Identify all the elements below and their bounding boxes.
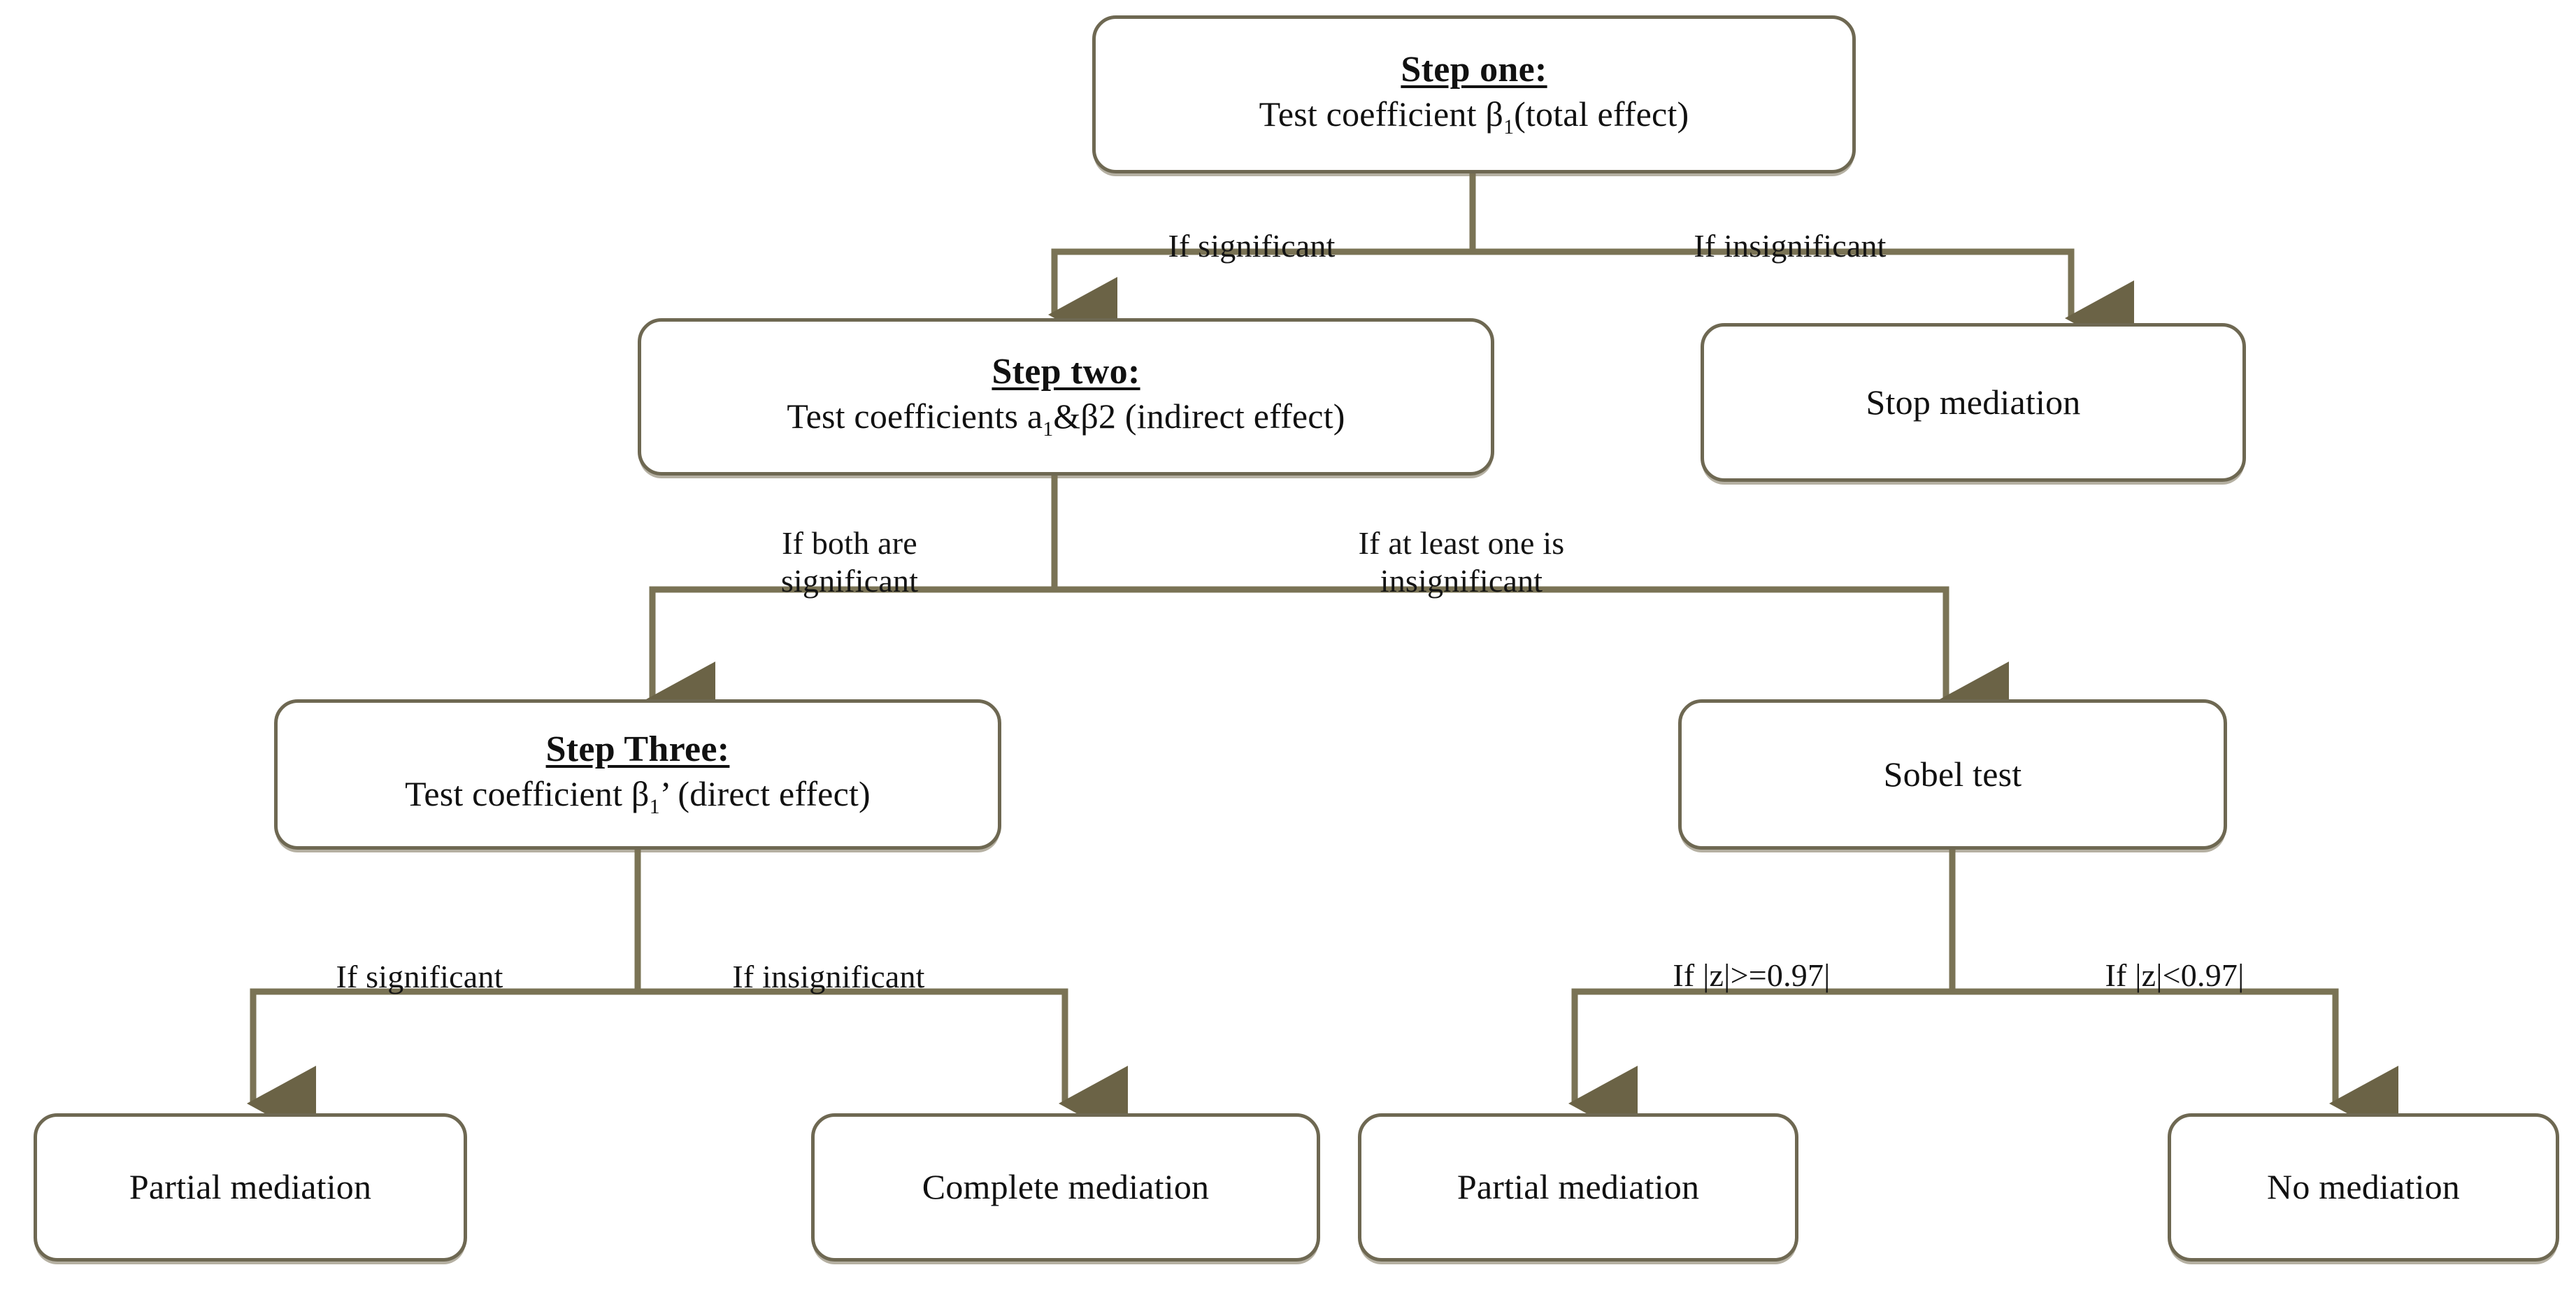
step-two-title: Step two:: [992, 352, 1140, 392]
step-three-body: Test coefficient β1’ (direct effect): [405, 774, 871, 820]
node-sobel-test[interactable]: Sobel test: [1678, 699, 2227, 850]
edge-label-if-at-least-one-insignificant: If at least one is insignificant: [1358, 525, 1565, 599]
no-mediation-label: No mediation: [2267, 1167, 2460, 1207]
stop-mediation-label: Stop mediation: [1866, 382, 2081, 422]
node-step-three[interactable]: Step Three: Test coefficient β1’ (direct…: [274, 699, 1001, 850]
step-one-body-sub: 1: [1503, 115, 1515, 138]
step-one-title: Step one:: [1401, 49, 1547, 90]
node-stop-mediation[interactable]: Stop mediation: [1701, 323, 2246, 482]
wire-sobel-right-run: [1952, 988, 2398, 1141]
step-one-body: Test coefficient β1(total effect): [1259, 94, 1689, 140]
partial-mediation-right-label: Partial mediation: [1457, 1167, 1700, 1207]
edge-label-if-significant-1: If significant: [1168, 228, 1336, 264]
step-two-body-sub: 1: [1043, 417, 1054, 441]
complete-mediation-label: Complete mediation: [922, 1167, 1210, 1207]
wire-step2-right-run: [1054, 586, 2009, 737]
wire-step2-left-run: [646, 586, 1054, 737]
step-two-body-pre: Test coefficients a: [787, 397, 1043, 436]
step-three-body-pre: Test coefficient β: [405, 774, 650, 814]
step-two-body-post: &β2 (indirect effect): [1053, 397, 1345, 436]
node-no-mediation[interactable]: No mediation: [2168, 1113, 2559, 1262]
edge-label-if-both-significant: If both are significant: [780, 525, 919, 599]
wire-step3-right-run: [638, 988, 1128, 1141]
node-step-one[interactable]: Step one: Test coefficient β1(total effe…: [1092, 15, 1856, 173]
partial-mediation-left-label: Partial mediation: [129, 1167, 372, 1207]
step-three-body-post: ’ (direct effect): [659, 774, 871, 814]
edge-label-if-insignificant-1: If insignificant: [1694, 228, 1887, 264]
edge-label-if-insignificant-2: If insignificant: [732, 959, 925, 994]
edge-label-if-z-lt: If |z|<0.97|: [2105, 957, 2245, 993]
sobel-test-label: Sobel test: [1883, 754, 2022, 794]
step-one-body-pre: Test coefficient β: [1259, 94, 1504, 134]
node-partial-mediation-left[interactable]: Partial mediation: [34, 1113, 467, 1262]
node-complete-mediation[interactable]: Complete mediation: [811, 1113, 1320, 1262]
step-one-body-post: (total effect): [1514, 94, 1689, 134]
step-two-body: Test coefficients a1&β2 (indirect effect…: [787, 397, 1345, 442]
edge-label-if-z-ge: If |z|>=0.97|: [1673, 957, 1831, 993]
step-three-title: Step Three:: [545, 729, 730, 770]
edge-label-if-significant-2: If significant: [336, 959, 503, 994]
node-partial-mediation-right[interactable]: Partial mediation: [1358, 1113, 1798, 1262]
wire-step3-left-run: [247, 988, 638, 1141]
step-three-body-sub: 1: [649, 795, 660, 819]
node-step-two[interactable]: Step two: Test coefficients a1&β2 (indir…: [638, 318, 1494, 476]
wire-sobel-left-run: [1568, 988, 1952, 1141]
